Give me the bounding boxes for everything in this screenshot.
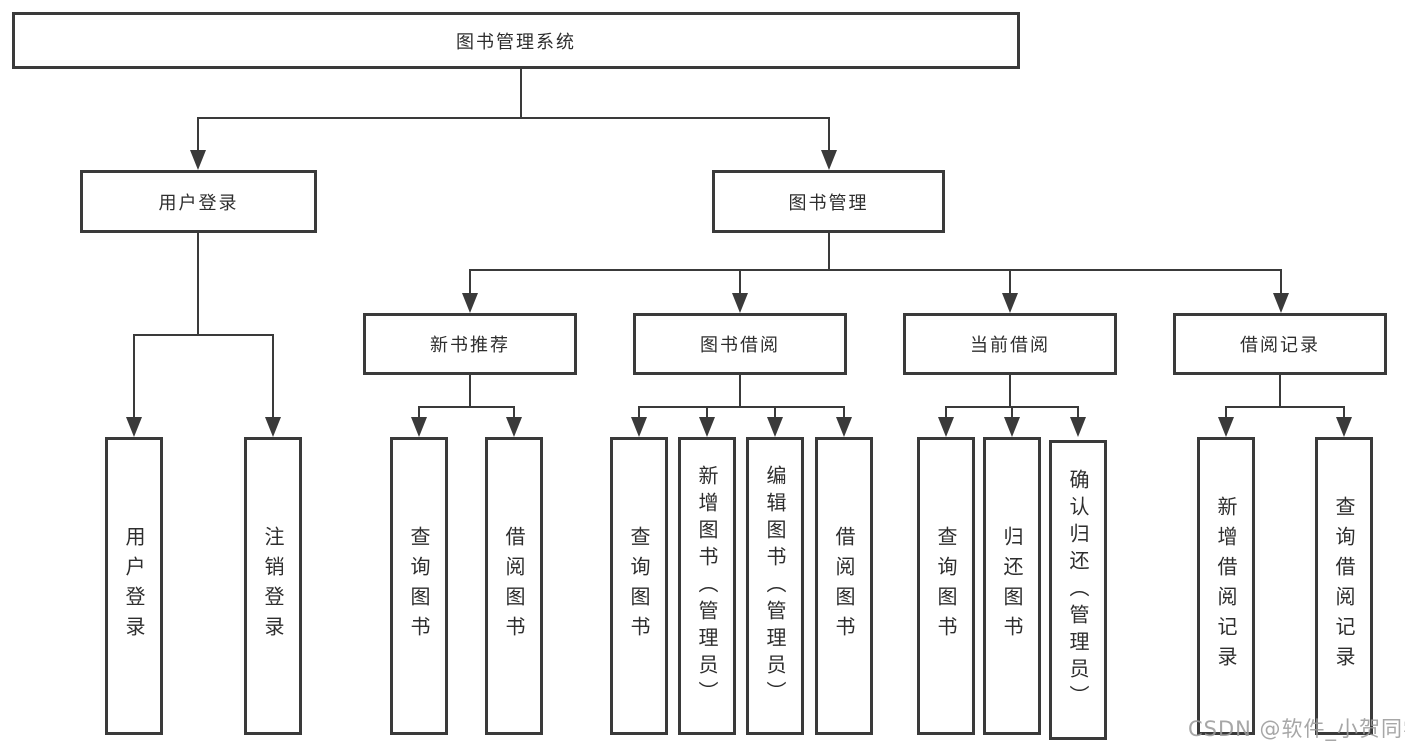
connector-user-login-hline [133, 334, 274, 336]
connector-cb-stub [1009, 374, 1011, 408]
leaf-bb-query-books-label: 查询图书 [627, 526, 651, 646]
node-current-borrow: 当前借阅 [903, 313, 1117, 375]
connector-user-login-vline [197, 117, 199, 151]
connector-leaf-vline [272, 334, 274, 418]
arrow-down-icon [1336, 417, 1352, 437]
connector-leaf-vline [1225, 406, 1227, 418]
leaf-cb-confirm-return: 确认归还（管理员） [1049, 440, 1107, 740]
connector-level3-vline [1009, 269, 1011, 294]
connector-level3-vline [469, 269, 471, 294]
arrow-down-icon [767, 417, 783, 437]
connector-book-mgmt-stub [828, 232, 830, 271]
connector-leaf-vline [513, 406, 515, 418]
leaf-cb-query-books: 查询图书 [917, 437, 975, 735]
leaf-rec-borrow-books-label: 借阅图书 [502, 526, 526, 646]
connector-user-login-stub [197, 232, 199, 336]
node-new-book-rec: 新书推荐 [363, 313, 577, 375]
arrow-down-icon [821, 150, 837, 170]
connector-level3-vline [1280, 269, 1282, 294]
leaf-bb-edit-books-label: 编辑图书（管理员） [763, 464, 787, 708]
leaf-cb-return-books-label: 归还图书 [1000, 526, 1024, 646]
connector-level2-hline [469, 269, 1282, 271]
arrow-down-icon [506, 417, 522, 437]
connector-leaf-vline [638, 406, 640, 418]
arrow-down-icon [1273, 293, 1289, 313]
connector-rec-hline [418, 406, 515, 408]
connector-leaf-vline [1011, 406, 1013, 418]
leaf-br-query-record-label: 查询借阅记录 [1332, 496, 1356, 676]
leaf-cb-return-books: 归还图书 [983, 437, 1041, 735]
arrow-down-icon [190, 150, 206, 170]
node-root: 图书管理系统 [12, 12, 1020, 69]
leaf-rec-borrow-books: 借阅图书 [485, 437, 543, 735]
connector-leaf-vline [774, 406, 776, 418]
arrow-down-icon [631, 417, 647, 437]
watermark: CSDN @软件_小贺同学 [1188, 717, 1405, 741]
node-book-borrow-label: 图书借阅 [700, 335, 780, 356]
arrow-down-icon [265, 417, 281, 437]
leaf-bb-add-books: 新增图书（管理员） [678, 437, 736, 735]
arrow-down-icon [1004, 417, 1020, 437]
leaf-bb-edit-books: 编辑图书（管理员） [746, 437, 804, 735]
connector-rec-stub [469, 374, 471, 408]
arrow-down-icon [938, 417, 954, 437]
leaf-logout-label: 注销登录 [261, 526, 285, 646]
node-book-borrow: 图书借阅 [633, 313, 847, 375]
leaf-user-login-label: 用户登录 [122, 526, 146, 646]
leaf-bb-add-books-label: 新增图书（管理员） [695, 464, 719, 708]
connector-leaf-vline [418, 406, 420, 418]
leaf-bb-borrow-books: 借阅图书 [815, 437, 873, 735]
leaf-cb-query-books-label: 查询图书 [934, 526, 958, 646]
connector-root-stub [520, 68, 522, 118]
connector-level3-vline [739, 269, 741, 294]
leaf-bb-borrow-books-label: 借阅图书 [832, 526, 856, 646]
leaf-br-query-record: 查询借阅记录 [1315, 437, 1373, 735]
connector-br-stub [1279, 374, 1281, 408]
connector-leaf-vline [1343, 406, 1345, 418]
leaf-logout: 注销登录 [244, 437, 302, 735]
node-book-mgmt-label: 图书管理 [788, 192, 869, 214]
leaf-cb-confirm-return-label: 确认归还（管理员） [1066, 468, 1090, 712]
node-user-login-label: 用户登录 [158, 192, 239, 214]
leaf-bb-query-books: 查询图书 [610, 437, 668, 735]
leaf-rec-query-books: 查询图书 [390, 437, 448, 735]
connector-bb-hline [638, 406, 845, 408]
arrow-down-icon [699, 417, 715, 437]
arrow-down-icon [732, 293, 748, 313]
leaf-br-add-record: 新增借阅记录 [1197, 437, 1255, 735]
connector-leaf-vline [945, 406, 947, 418]
connector-leaf-vline [843, 406, 845, 418]
connector-leaf-vline [1077, 406, 1079, 418]
leaf-user-login: 用户登录 [105, 437, 163, 735]
connector-level1-hline [197, 117, 830, 119]
node-current-borrow-label: 当前借阅 [970, 335, 1050, 356]
node-new-book-rec-label: 新书推荐 [430, 335, 510, 356]
node-root-label: 图书管理系统 [456, 31, 576, 53]
arrow-down-icon [126, 417, 142, 437]
connector-bb-stub [739, 374, 741, 408]
connector-br-hline [1225, 406, 1345, 408]
connector-book-mgmt-vline [828, 117, 830, 151]
arrow-down-icon [1218, 417, 1234, 437]
arrow-down-icon [1070, 417, 1086, 437]
arrow-down-icon [462, 293, 478, 313]
arrow-down-icon [836, 417, 852, 437]
leaf-rec-query-books-label: 查询图书 [407, 526, 431, 646]
connector-leaf-vline [133, 334, 135, 418]
node-book-mgmt: 图书管理 [712, 170, 945, 233]
node-user-login: 用户登录 [80, 170, 317, 233]
leaf-br-add-record-label: 新增借阅记录 [1214, 496, 1238, 676]
arrow-down-icon [1002, 293, 1018, 313]
connector-leaf-vline [706, 406, 708, 418]
node-borrow-records: 借阅记录 [1173, 313, 1387, 375]
node-borrow-records-label: 借阅记录 [1240, 335, 1320, 356]
arrow-down-icon [411, 417, 427, 437]
